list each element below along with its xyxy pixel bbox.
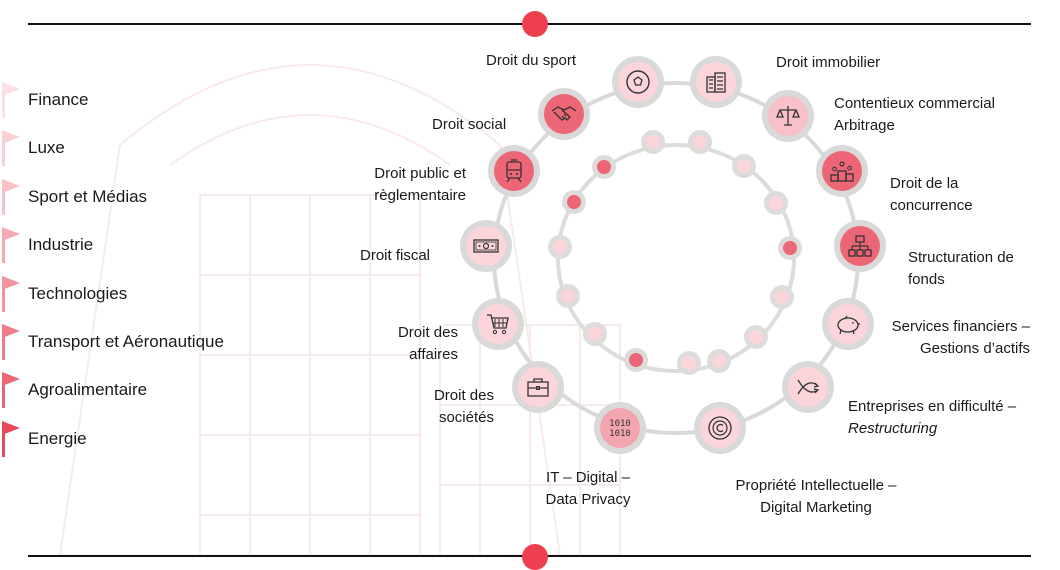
practice-node-structuration[interactable] — [834, 220, 886, 272]
practice-label-public: Droit public et règlementaire — [374, 165, 466, 204]
practice-node-services[interactable] — [822, 298, 874, 350]
buildings-icon — [696, 62, 736, 102]
inner-ring-dot — [770, 285, 794, 309]
practice-label-immobilier: Droit immobilier — [776, 54, 881, 71]
inner-ring-dot — [562, 190, 586, 214]
practice-label-difficulte: Entreprises en difficulté – Restructurin… — [848, 398, 1017, 437]
podium-icon — [822, 151, 862, 191]
flag-icon — [0, 227, 28, 263]
inner-ring-dot — [641, 130, 665, 154]
handshake-icon — [544, 94, 584, 134]
flag-icon — [0, 130, 28, 166]
inner-ring-dot — [556, 284, 580, 308]
sector-item-energie: Energie — [0, 421, 87, 457]
practice-label-services: Services financiers – Gestions d’actifs — [891, 318, 1030, 357]
svg-text:1010: 1010 — [609, 419, 631, 429]
practice-node-concurrence[interactable] — [816, 145, 868, 197]
sector-item-finance: Finance — [0, 82, 88, 118]
practice-node-difficulte[interactable] — [782, 361, 834, 413]
sector-item-luxe: Luxe — [0, 130, 65, 166]
building-background-illustration — [58, 64, 621, 555]
sector-label: Luxe — [28, 138, 65, 157]
sector-label: Sport et Médias — [28, 187, 148, 206]
practice-node-social[interactable] — [538, 88, 590, 140]
practice-node-propriete[interactable] — [694, 402, 746, 454]
inner-ring-dot — [707, 349, 731, 373]
flag-icon — [0, 179, 28, 215]
sector-label: Transport et Aéronautique — [28, 332, 224, 351]
sector-item-industrie: Industrie — [0, 227, 93, 263]
practice-label-contentieux: Contentieux commercial Arbitrage — [834, 95, 995, 134]
inner-ring-dot — [592, 155, 616, 179]
practice-node-contentieux[interactable] — [762, 90, 814, 142]
practice-label-propriete: Propriété Intellectuelle – Digital Marke… — [735, 477, 897, 516]
flag-icon — [0, 276, 28, 312]
practice-node-fiscal[interactable] — [460, 220, 512, 272]
soccer-ball-icon — [618, 62, 658, 102]
flag-icon — [0, 324, 28, 360]
inner-ring-dot — [624, 348, 648, 372]
copyright-icon — [700, 408, 740, 448]
flag-icon — [0, 421, 28, 457]
practice-label-it: IT – Digital – Data Privacy — [545, 469, 631, 508]
inner-ring-dot — [677, 351, 701, 375]
sector-item-agroalimentaire: Agroalimentaire — [0, 372, 147, 408]
top-accent-dot — [522, 11, 548, 37]
train-icon — [494, 151, 534, 191]
inner-ring-dot — [548, 235, 572, 259]
svg-text:1010: 1010 — [609, 429, 631, 439]
practice-label-affaires: Droit des affaires — [397, 324, 458, 363]
sector-item-sport-medias: Sport et Médias — [0, 179, 147, 215]
shopping-cart-icon — [478, 304, 518, 344]
inner-ring-dot — [583, 322, 607, 346]
practice-node-immobilier[interactable] — [690, 56, 742, 108]
briefcase-icon — [518, 367, 558, 407]
practice-label-social: Droit social — [432, 116, 507, 133]
practice-node-public[interactable] — [488, 145, 540, 197]
practice-node-societes[interactable] — [512, 361, 564, 413]
org-chart-icon — [840, 226, 880, 266]
inner-ring-dot — [744, 325, 768, 349]
practice-label-societes: Droit des sociétés — [433, 387, 494, 426]
sector-item-technologies: Technologies — [0, 276, 127, 312]
inner-ring-dot — [688, 130, 712, 154]
banknote-icon — [466, 226, 506, 266]
sector-label: Finance — [28, 90, 89, 109]
flag-icon — [0, 82, 28, 118]
flag-icon — [0, 372, 28, 408]
practice-node-affaires[interactable] — [472, 298, 524, 350]
restructuring-arrows-icon — [788, 367, 828, 407]
sector-label: Agroalimentaire — [28, 380, 148, 399]
piggy-bank-icon — [828, 304, 868, 344]
practice-label-concurrence: Droit de la concurrence — [890, 175, 973, 214]
sector-item-transport: Transport et Aéronautique — [0, 324, 224, 360]
practice-label-fiscal: Droit fiscal — [360, 247, 431, 264]
practice-label-structuration: Structuration de fonds — [908, 249, 1014, 288]
sector-label: Technologies — [28, 284, 128, 303]
practice-node-sport[interactable] — [612, 56, 664, 108]
sector-label: Industrie — [28, 235, 94, 254]
scales-icon — [768, 96, 808, 136]
practice-label-sport: Droit du sport — [486, 52, 577, 69]
inner-ring-dot — [778, 236, 802, 260]
inner-ring-dot — [732, 154, 756, 178]
inner-ring-dot — [764, 191, 788, 215]
sector-label: Energie — [28, 429, 87, 448]
